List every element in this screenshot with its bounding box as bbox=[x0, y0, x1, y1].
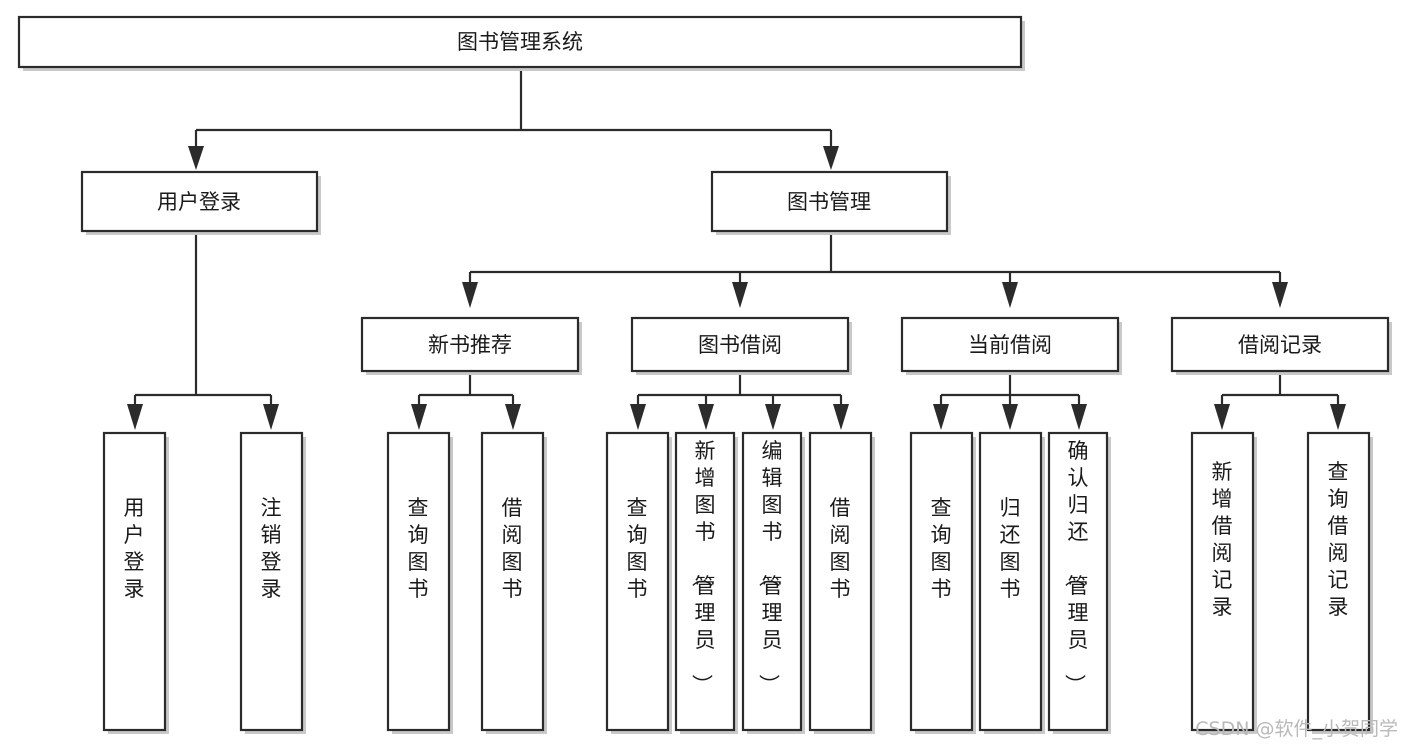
book-borrow-label: 图书借阅 bbox=[698, 333, 782, 357]
node-current-borrow[interactable]: 当前借阅 bbox=[900, 316, 1122, 375]
node-leaf-user-login[interactable]: 用户登录 bbox=[102, 431, 169, 734]
arrow-head-leaf-return-book bbox=[1002, 404, 1018, 430]
arrow-head-leaf-add-book bbox=[698, 404, 714, 430]
arrow-head-book-mgmt bbox=[823, 146, 839, 170]
new-book-rec-box bbox=[360, 316, 580, 373]
arrow-head-leaf-borrow-book-1 bbox=[505, 404, 521, 430]
leaf-query-record-box bbox=[1306, 431, 1371, 732]
leaf-user-login-box bbox=[102, 431, 167, 732]
leaf-query-record-label: 查询借阅记录 bbox=[1328, 460, 1349, 619]
csdn-watermark: CSDN @软件_小贺同学 bbox=[1195, 718, 1398, 740]
node-new-book-rec[interactable]: 新书推荐 bbox=[360, 316, 582, 375]
leaf-query-book-2-label: 查询图书 bbox=[627, 496, 648, 601]
arrow-head-leaf-query-record bbox=[1330, 404, 1346, 430]
node-leaf-edit-book[interactable]: 编辑图书（管理员） bbox=[741, 431, 805, 734]
leaf-query-book-3-label: 查询图书 bbox=[931, 496, 952, 601]
leaf-query-book-1-box bbox=[386, 431, 451, 732]
leaf-borrow-book-1-box bbox=[480, 431, 545, 732]
node-leaf-borrow-book-2[interactable]: 借阅图书 bbox=[808, 431, 875, 734]
node-leaf-query-record[interactable]: 查询借阅记录 bbox=[1306, 431, 1373, 734]
current-borrow-box bbox=[900, 316, 1120, 373]
node-root[interactable]: 图书管理系统 bbox=[17, 15, 1025, 71]
book-borrow-box bbox=[630, 316, 850, 373]
user-login-label: 用户登录 bbox=[157, 190, 241, 214]
borrow-record-box bbox=[1170, 316, 1390, 373]
leaf-add-book-label: 新增图书（管理员） bbox=[690, 439, 716, 695]
book-mgmt-box bbox=[710, 170, 949, 233]
node-leaf-logout-login[interactable]: 注销登录 bbox=[239, 431, 306, 734]
node-book-mgmt[interactable]: 图书管理 bbox=[710, 170, 951, 235]
arrow-head-leaf-logout-login bbox=[263, 404, 279, 430]
leaf-edit-book-label: 编辑图书（管理员） bbox=[757, 439, 783, 695]
leaf-add-book-box bbox=[674, 431, 736, 732]
book-mgmt-label: 图书管理 bbox=[787, 190, 871, 214]
user-login-box bbox=[80, 170, 319, 233]
arrow-head-leaf-add-record bbox=[1214, 404, 1230, 430]
node-borrow-record[interactable]: 借阅记录 bbox=[1170, 316, 1392, 375]
leaf-return-book-box bbox=[978, 431, 1043, 732]
arrow-head-book-borrow bbox=[732, 282, 748, 308]
leaf-confirm-return-box bbox=[1047, 431, 1109, 732]
leaf-return-book-label: 归还图书 bbox=[1000, 496, 1021, 601]
leaf-edit-book-box bbox=[741, 431, 803, 732]
arrow-head-borrow-record bbox=[1272, 282, 1288, 308]
new-book-rec-label: 新书推荐 bbox=[428, 333, 512, 357]
arrow-head-leaf-borrow-book-2 bbox=[833, 404, 849, 430]
leaf-query-book-3-box bbox=[909, 431, 974, 732]
leaf-confirm-return-label: 确认归还（管理员） bbox=[1063, 439, 1089, 695]
connector-layer bbox=[127, 66, 1346, 430]
arrow-head-leaf-query-book-2 bbox=[630, 404, 646, 430]
node-user-login[interactable]: 用户登录 bbox=[80, 170, 321, 235]
arrow-head-leaf-confirm-return bbox=[1071, 404, 1087, 430]
leaf-add-record-label: 新增借阅记录 bbox=[1212, 460, 1233, 619]
arrow-head-leaf-query-book-3 bbox=[933, 404, 949, 430]
borrow-record-label: 借阅记录 bbox=[1238, 333, 1322, 357]
node-book-borrow[interactable]: 图书借阅 bbox=[630, 316, 852, 375]
arrow-head-leaf-query-book-1 bbox=[411, 404, 427, 430]
leaf-query-book-1-label: 查询图书 bbox=[408, 496, 429, 601]
node-leaf-query-book-1[interactable]: 查询图书 bbox=[386, 431, 453, 734]
node-leaf-query-book-2[interactable]: 查询图书 bbox=[605, 431, 672, 734]
node-leaf-query-book-3[interactable]: 查询图书 bbox=[909, 431, 976, 734]
leaf-query-book-2-box bbox=[605, 431, 670, 732]
arrow-head-user-login bbox=[188, 146, 204, 170]
node-leaf-borrow-book-1[interactable]: 借阅图书 bbox=[480, 431, 547, 734]
node-leaf-add-book[interactable]: 新增图书（管理员） bbox=[674, 431, 738, 734]
current-borrow-label: 当前借阅 bbox=[968, 333, 1052, 357]
leaf-logout-login-box bbox=[239, 431, 304, 732]
leaf-borrow-book-1-label: 借阅图书 bbox=[502, 496, 523, 601]
root-box bbox=[17, 15, 1023, 69]
leaf-user-login-label: 用户登录 bbox=[124, 496, 145, 601]
leaf-borrow-book-2-box bbox=[808, 431, 873, 732]
arrow-head-leaf-user-login bbox=[127, 404, 143, 430]
node-leaf-add-record[interactable]: 新增借阅记录 bbox=[1190, 431, 1257, 734]
leaf-borrow-book-2-label: 借阅图书 bbox=[830, 496, 851, 601]
node-leaf-confirm-return[interactable]: 确认归还（管理员） bbox=[1047, 431, 1111, 734]
arrow-head-leaf-edit-book bbox=[765, 404, 781, 430]
root-label: 图书管理系统 bbox=[457, 30, 583, 54]
arrow-head-new-book-rec bbox=[462, 282, 478, 308]
leaf-logout-login-label: 注销登录 bbox=[261, 496, 282, 601]
arrow-head-current-borrow bbox=[1002, 282, 1018, 308]
node-leaf-return-book[interactable]: 归还图书 bbox=[978, 431, 1045, 734]
leaf-add-record-box bbox=[1190, 431, 1255, 732]
